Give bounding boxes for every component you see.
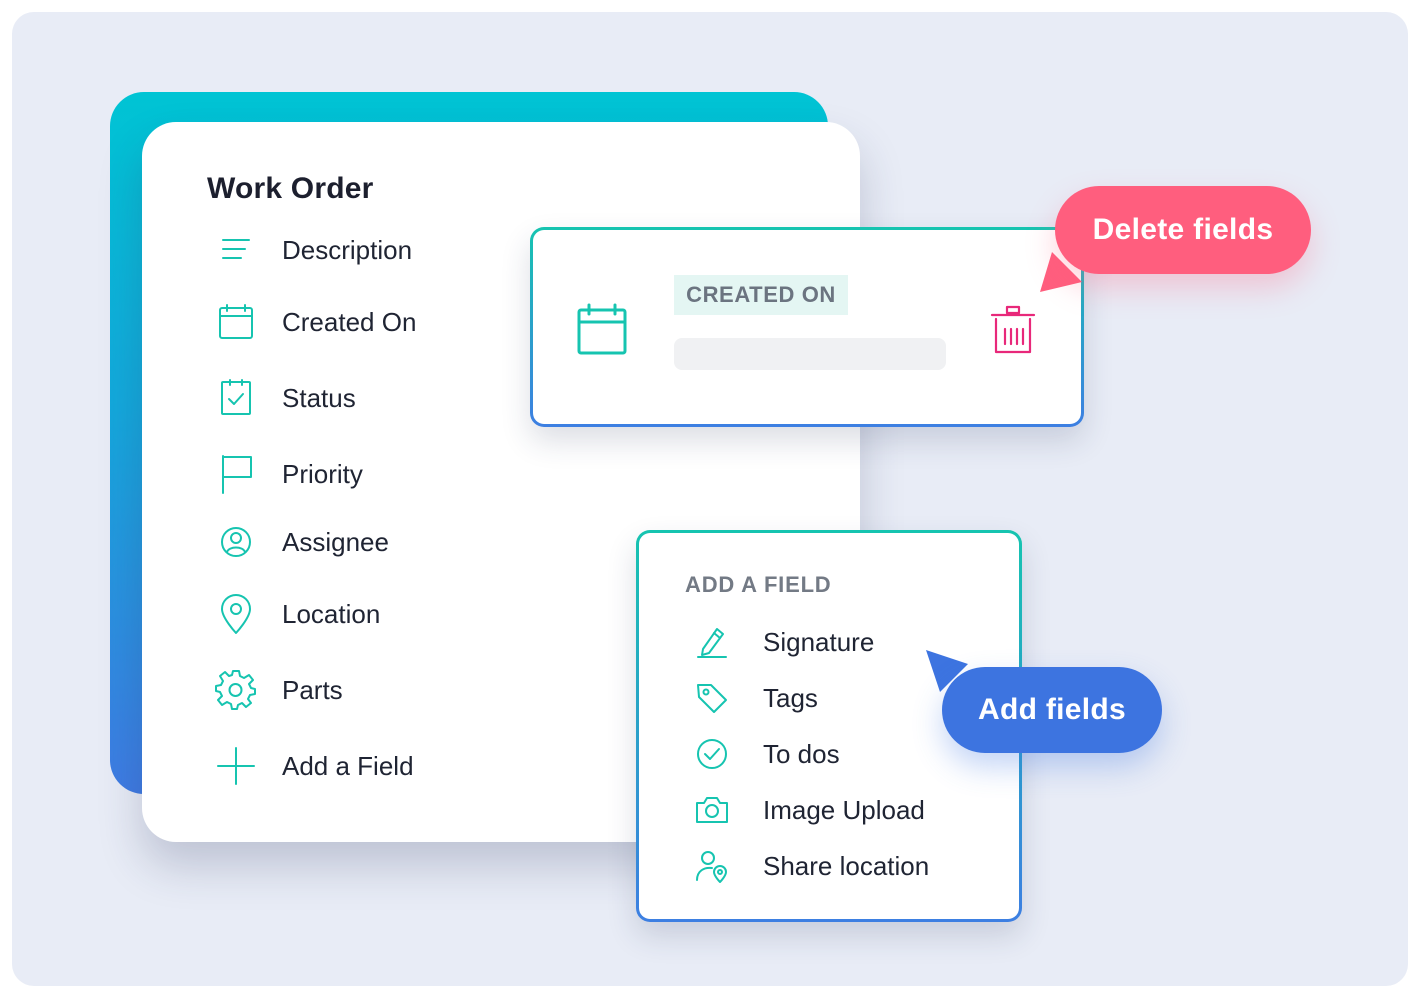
field-priority[interactable]: Priority: [212, 449, 363, 499]
menu-item-image-upload[interactable]: Image Upload: [692, 790, 925, 830]
created-on-input[interactable]: [674, 338, 946, 370]
plus-icon: [212, 742, 260, 790]
field-status[interactable]: Status: [212, 373, 356, 423]
delete-fields-callout: Delete fields: [1055, 186, 1311, 274]
field-label: Location: [282, 598, 381, 629]
field-label: Created On: [282, 306, 417, 337]
add-field-menu-title: ADD A FIELD: [685, 572, 832, 597]
gear-icon: [212, 666, 260, 714]
created-on-label: CREATED ON: [674, 275, 848, 315]
pen-signature-icon: [692, 622, 732, 662]
menu-item-label: To dos: [763, 738, 840, 769]
field-label: Priority: [282, 458, 363, 489]
menu-item-tags[interactable]: Tags: [692, 678, 818, 718]
menu-item-share-location[interactable]: Share location: [692, 846, 929, 886]
field-label: Parts: [282, 674, 343, 705]
add-fields-callout: Add fields: [942, 667, 1162, 753]
menu-item-signature[interactable]: Signature: [692, 622, 874, 662]
menu-item-todos[interactable]: To dos: [692, 734, 840, 774]
flag-icon: [212, 450, 260, 498]
field-label: Assignee: [282, 526, 389, 557]
field-created-on[interactable]: Created On: [212, 297, 416, 347]
field-label: Add a Field: [282, 750, 414, 781]
field-label: Status: [282, 382, 356, 413]
field-parts[interactable]: Parts: [212, 665, 343, 715]
status-check-icon: [212, 374, 260, 422]
user-circle-icon: [212, 518, 260, 566]
calendar-icon: [212, 298, 260, 346]
camera-icon: [692, 790, 732, 830]
menu-item-label: Tags: [763, 682, 818, 713]
field-label: Description: [282, 234, 413, 265]
delete-cursor-pointer-icon: [1036, 250, 1084, 301]
map-pin-icon: [212, 590, 260, 638]
add-cursor-pointer-icon: [924, 648, 972, 699]
field-location[interactable]: Location: [212, 589, 380, 639]
check-circle-icon: [692, 734, 732, 774]
menu-item-label: Signature: [763, 626, 875, 657]
trash-icon[interactable]: [990, 305, 1036, 360]
field-assignee[interactable]: Assignee: [212, 517, 389, 567]
work-order-title: Work Order: [207, 172, 374, 205]
menu-item-label: Share location: [763, 850, 930, 881]
add-field-button[interactable]: Add a Field: [212, 741, 414, 791]
description-lines-icon: [212, 226, 260, 274]
field-description[interactable]: Description: [212, 225, 412, 275]
tag-icon: [692, 678, 732, 718]
calendar-icon: [576, 302, 628, 361]
user-pin-icon: [692, 846, 732, 886]
menu-item-label: Image Upload: [763, 794, 925, 825]
